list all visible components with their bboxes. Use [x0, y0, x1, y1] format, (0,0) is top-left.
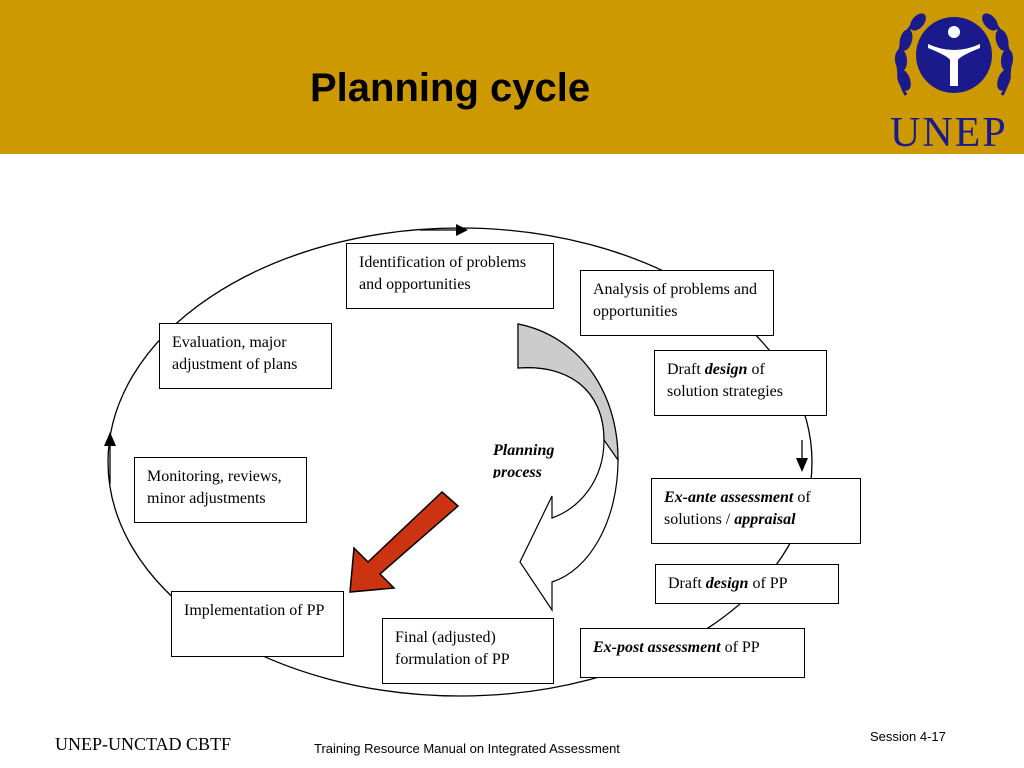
- box-ex-post-em: Ex-post assessment: [593, 639, 721, 656]
- box-ex-post: Ex-post assessment of PP: [580, 628, 805, 678]
- box-draft-pp-em: design: [705, 575, 749, 592]
- box-draft-pp-suffix: of PP: [748, 575, 788, 592]
- box-ex-ante-mid: of solutions /: [664, 489, 811, 528]
- box-draft-design-prefix: Draft: [667, 361, 705, 378]
- box-final-formulation: Final (adjusted) formulation of PP: [382, 618, 554, 684]
- slide-title: Planning cycle: [310, 66, 591, 110]
- footer-session-number: Session 4-17: [870, 729, 946, 744]
- box-draft-design-em: design: [704, 361, 748, 378]
- box-monitoring: Monitoring, reviews, minor adjustments: [134, 457, 307, 523]
- planning-process-label: Planning process: [493, 440, 573, 478]
- box-implementation: Implementation of PP: [171, 591, 344, 657]
- planning-process-arrow-shade: [517, 323, 619, 462]
- box-draft-pp-prefix: Draft: [668, 575, 706, 592]
- box-identification: Identification of problems and opportuni…: [346, 243, 554, 309]
- box-evaluation-text: Evaluation, major adjustment of plans: [172, 334, 298, 373]
- box-ex-ante-em1: Ex-ante assessment: [664, 489, 794, 506]
- box-analysis: Analysis of problems and opportunities: [580, 270, 774, 336]
- box-draft-design-suffix: of solution strategies: [667, 361, 783, 400]
- box-ex-ante: Ex-ante assessment of solutions / apprai…: [651, 478, 861, 544]
- box-final-formulation-text: Final (adjusted) formulation of PP: [395, 629, 510, 668]
- box-identification-text: Identification of problems and opportuni…: [359, 254, 527, 293]
- box-evaluation: Evaluation, major adjustment of plans: [159, 323, 332, 389]
- header-band: [0, 0, 1024, 154]
- unep-logo-text: UNEP: [890, 110, 1008, 156]
- box-draft-design-pp: Draft design of PP: [655, 564, 839, 604]
- box-monitoring-text: Monitoring, reviews, minor adjustments: [147, 468, 282, 507]
- implementation-pointer-arrow: [349, 490, 460, 593]
- box-ex-post-suffix: of PP: [720, 639, 760, 656]
- footer-organization: UNEP-UNCTAD CBTF: [55, 734, 232, 754]
- cycle-arrow-top-icon: [420, 224, 468, 236]
- box-ex-ante-em2: appraisal: [734, 511, 796, 528]
- unep-wreath-logo-icon: [894, 13, 1014, 96]
- box-analysis-text: Analysis of problems and opportunities: [593, 281, 757, 320]
- cycle-arrow-right-icon: [796, 440, 808, 472]
- box-draft-design-strategies: Draft design of solution strategies: [654, 350, 827, 416]
- footer-manual-title: Training Resource Manual on Integrated A…: [314, 741, 620, 756]
- cycle-arrow-left-icon: [104, 432, 116, 484]
- box-implementation-text: Implementation of PP: [184, 602, 325, 619]
